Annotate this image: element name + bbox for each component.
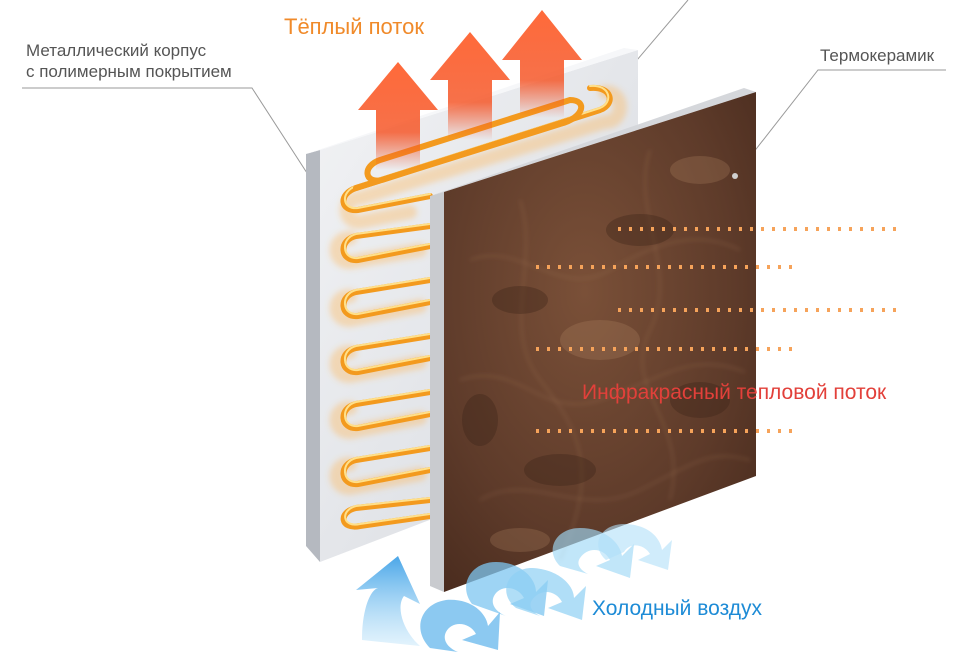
curved-arrow-icon: [598, 524, 672, 570]
arrow-up-icon: [430, 32, 510, 140]
cold-arrows: [356, 524, 672, 652]
curved-arrow-icon: [552, 528, 634, 578]
ceramic-callout-dot: [732, 173, 738, 179]
ceramic-panel-face: [444, 92, 756, 592]
cold-air-label: Холодный воздух: [592, 597, 762, 620]
heating-coil: [329, 84, 627, 530]
warm-flow-label: Тёплый поток: [284, 14, 424, 39]
ceramic-callout-line: [734, 69, 946, 177]
curved-arrow-icon: [356, 556, 420, 646]
metal-case-label: Металлический корпус с полимерным покрыт…: [26, 40, 232, 82]
coil-glow: [329, 85, 627, 496]
thermoceramic-label: Термокерамик: [820, 46, 935, 65]
marble-spots: [462, 214, 730, 486]
metal-callout-line: [22, 87, 319, 191]
metal-panel-edge: [306, 150, 320, 562]
curved-arrow-icon: [420, 599, 500, 652]
infrared-rays: [536, 227, 900, 433]
warm-arrows: [358, 10, 582, 170]
metal-case-label-line2: с полимерным покрытием: [26, 62, 232, 81]
curved-arrow-icon: [506, 568, 586, 620]
ceramic-panel-edge: [430, 192, 444, 592]
marble-veins: [459, 149, 751, 561]
metal-case-label-line1: Металлический корпус: [26, 41, 207, 60]
arrow-up-icon: [502, 10, 582, 118]
arrow-up-icon: [358, 62, 438, 170]
ceramic-panel-top: [430, 88, 756, 196]
infrared-flow-label: Инфракрасный тепловой поток: [582, 381, 887, 404]
